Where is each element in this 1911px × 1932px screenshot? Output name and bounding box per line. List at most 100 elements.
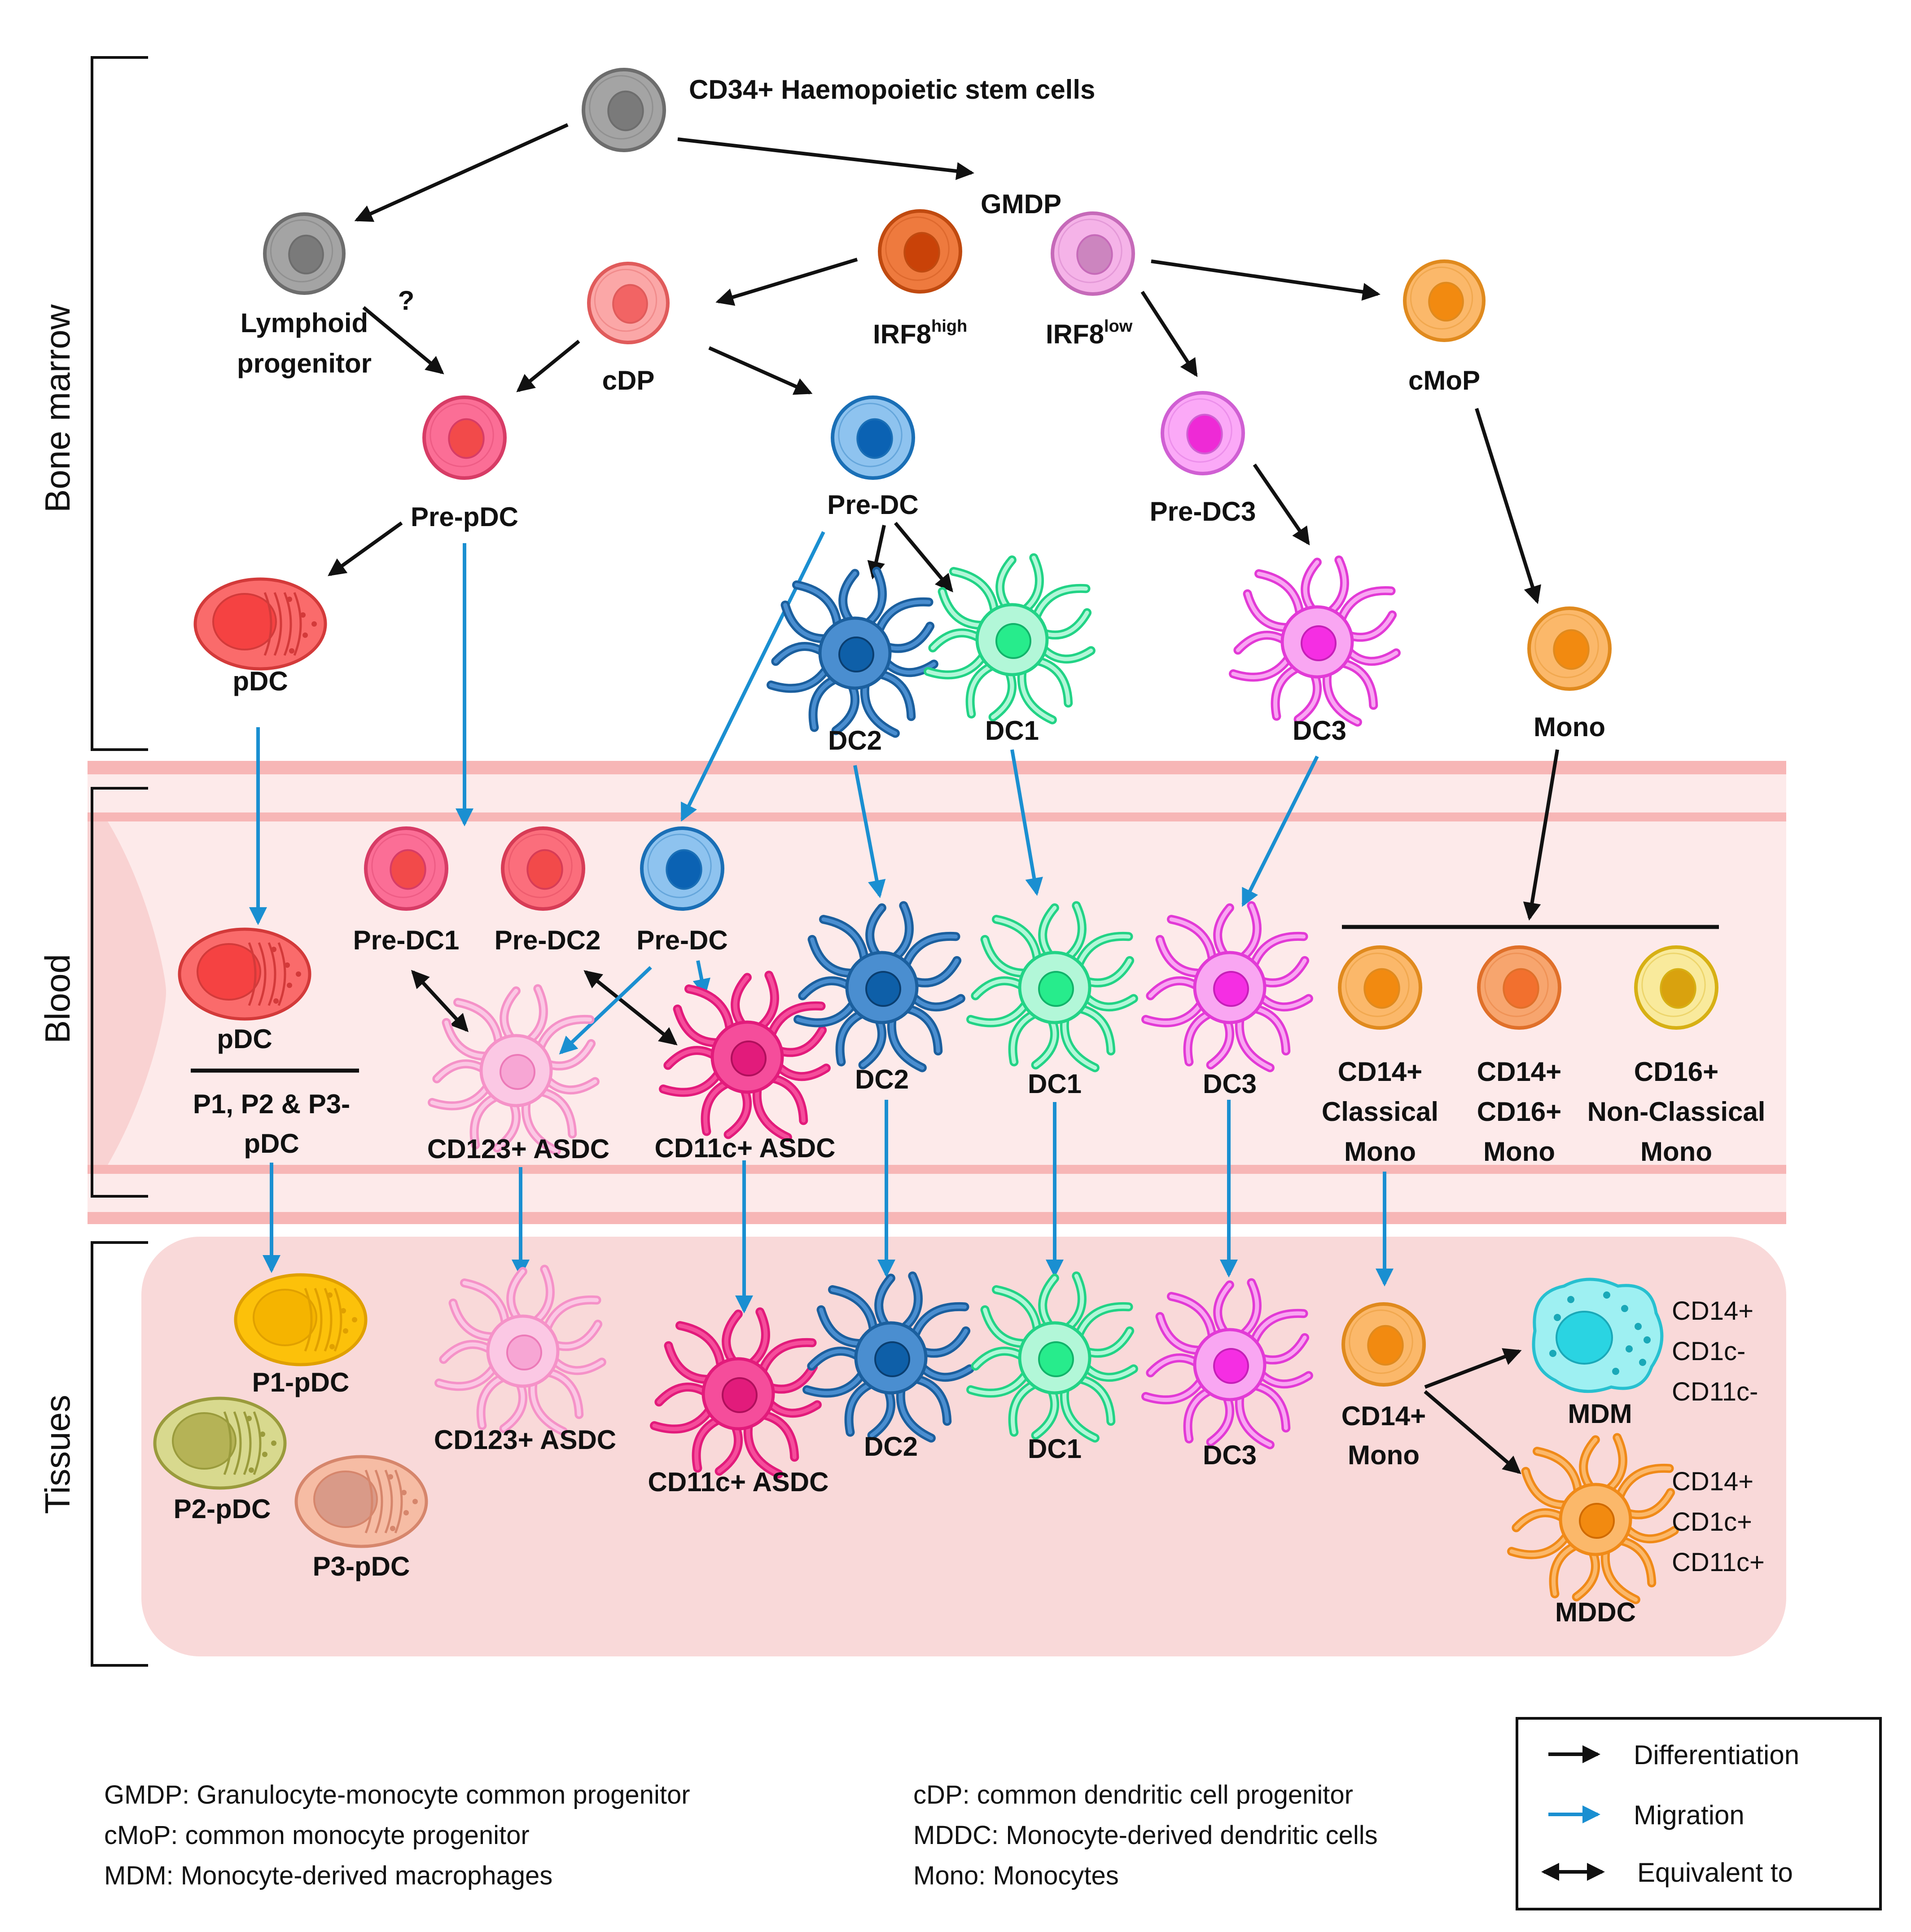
legend-equivalent-label: Equivalent to: [1637, 1857, 1793, 1888]
migrate-dc1-bm-to-blood: [1010, 749, 1043, 896]
arrow-irf8high-to-cdp: [715, 258, 858, 306]
arrow-hsc-to-lymphoid: [354, 123, 569, 222]
label-dc2-bm: DC2: [828, 725, 882, 755]
label-question: ?: [398, 285, 415, 316]
label-classical-1: CD14+: [1338, 1057, 1422, 1087]
pdc-blood-cell: [178, 927, 311, 1021]
label-cdp: cDP: [602, 365, 655, 395]
legend-differentiation-label: Differentiation: [1634, 1740, 1799, 1770]
cd14-cd16-mono-cell: [1477, 945, 1561, 1030]
migration-arrows: [249, 531, 1394, 1313]
irf8-high-cell: [878, 209, 962, 294]
label-dc1-tissue: DC1: [1028, 1434, 1082, 1464]
label-hsc: CD34+ Haemopoietic stem cells: [689, 75, 1095, 105]
legend: Differentiation Migration Equivalent to: [1516, 1717, 1882, 1910]
label-pdc-blood: pDC: [217, 1024, 272, 1054]
arrow-irf8low-to-predc3: [1140, 290, 1198, 378]
label-dc3-bm: DC3: [1293, 716, 1346, 746]
arrow-prepdc-to-pdc: [328, 521, 403, 576]
pre-dc-blood-cell: [640, 826, 724, 911]
glossary-mddc: MDDC: Monocyte-derived dendritic cells: [913, 1821, 1378, 1850]
dc2-bm-cell: [767, 566, 938, 738]
pre-pdc-cell: [422, 395, 507, 480]
label-cd123-asdc-tissue: CD123+ ASDC: [434, 1425, 616, 1455]
label-irf8-low: IRF8low: [1046, 317, 1133, 349]
label-pre-dc-blood: Pre-DC: [636, 925, 728, 955]
migrate-predc-to-cd123asdc: [559, 966, 652, 1055]
label-dc2-tissue: DC2: [864, 1431, 918, 1462]
label-cd14-mono-tissue-1: CD14+: [1341, 1401, 1426, 1431]
lymphoid-progenitor-cell: [263, 212, 346, 295]
arrow-cdp-to-prepdc: [516, 339, 580, 392]
arrow-hsc-to-gmdp: [677, 137, 974, 180]
dc2-tissue-cell: [802, 1271, 974, 1443]
label-pre-dc-bm: Pre-DC: [827, 490, 918, 520]
migrate-dc3-bm-to-blood: [1241, 755, 1319, 907]
cell-labels: CD34+ Haemopoietic stem cells GMDP Lymph…: [174, 75, 1766, 1627]
label-dc1-blood: DC1: [1028, 1069, 1082, 1099]
dc1-tissue-cell: [966, 1271, 1138, 1443]
arrow-lymphoid-to-prepdc: [362, 306, 444, 374]
label-p3-pdc: P3-pDC: [313, 1551, 410, 1581]
label-dc3-blood: DC3: [1203, 1069, 1257, 1099]
label-classical-2: Classical: [1322, 1097, 1438, 1127]
label-lymphoid-2: progenitor: [237, 348, 372, 378]
section-label-tissues: Tissues: [38, 1395, 77, 1514]
glossary-cmop: cMoP: common monocyte progenitor: [104, 1821, 530, 1850]
label-mddc: MDDC: [1555, 1597, 1636, 1627]
label-nonclassical-2: Non-Classical: [1587, 1097, 1766, 1127]
mddc-cell: [1507, 1433, 1679, 1604]
label-mddc-markers-1: CD14+: [1672, 1467, 1753, 1496]
cd16-nonclassical-mono-cell: [1634, 945, 1718, 1030]
cdp-cell: [587, 262, 670, 344]
label-irf8-high: IRF8high: [873, 317, 967, 349]
label-nonclassical-1: CD16+: [1634, 1057, 1718, 1087]
label-mono-bm: Mono: [1534, 712, 1605, 742]
mdm-cell: [1532, 1278, 1664, 1393]
label-mddc-markers-3: CD11c+: [1672, 1548, 1765, 1577]
p1-pdc-cell: [234, 1273, 368, 1366]
arrow-cd14mono-to-mddc: [1424, 1390, 1521, 1474]
label-p1-pdc: P1-pDC: [252, 1367, 350, 1397]
equiv-predc1-cd123asdc: [411, 970, 469, 1032]
equiv-predc2-cd11casdc: [583, 970, 678, 1045]
label-nonclassical-3: Mono: [1640, 1137, 1712, 1167]
cd123-asdc-tissue-cell: [434, 1265, 606, 1436]
glossary-mdm: MDM: Monocyte-derived macrophages: [104, 1861, 552, 1890]
cmop-cell: [1403, 259, 1486, 342]
label-p-pdc-2: pDC: [244, 1128, 299, 1159]
glossary-cdp: cDP: common dendritic cell progenitor: [913, 1780, 1353, 1809]
hsc-cell: [582, 68, 666, 152]
label-gmdp: GMDP: [981, 189, 1061, 219]
arrow-cdp-to-predc: [708, 346, 813, 395]
dc1-bm-cell: [924, 553, 1096, 724]
arrow-predc3-to-dc3: [1253, 463, 1310, 545]
label-mddc-markers-2: CD1c+: [1672, 1507, 1752, 1537]
label-pre-dc2: Pre-DC2: [495, 925, 601, 955]
label-mdm-markers-2: CD1c-: [1672, 1337, 1745, 1366]
label-cd123-asdc-blood: CD123+ ASDC: [427, 1134, 609, 1164]
cd11c-asdc-blood-cell: [659, 970, 831, 1142]
arrow-predc-to-dc1: [894, 522, 953, 593]
glossary-mono: Mono: Monocytes: [913, 1861, 1119, 1890]
dc1-blood-cell: [966, 901, 1138, 1072]
label-dc3-tissue: DC3: [1203, 1440, 1257, 1470]
label-intermediate-2: CD16+: [1477, 1097, 1561, 1127]
pdc-bm-cell: [193, 577, 327, 671]
label-lymphoid-1: Lymphoid: [241, 308, 368, 338]
p3-pdc-cell: [294, 1455, 428, 1548]
pre-dc2-cell: [501, 826, 585, 911]
label-intermediate-3: Mono: [1483, 1137, 1555, 1167]
label-p-pdc-1: P1, P2 & P3-: [193, 1089, 350, 1119]
label-intermediate-1: CD14+: [1477, 1057, 1561, 1087]
label-classical-3: Mono: [1344, 1137, 1416, 1167]
cd14-classical-mono-cell: [1338, 945, 1422, 1030]
p2-pdc-cell: [153, 1396, 287, 1490]
label-p2-pdc: P2-pDC: [174, 1494, 271, 1524]
glossary: GMDP: Granulocyte-monocyte common progen…: [104, 1780, 1378, 1890]
section-label-bone-marrow: Bone marrow: [38, 304, 77, 513]
arrow-mono-to-blood-monos: [1523, 749, 1559, 921]
label-dc2-blood: DC2: [855, 1064, 909, 1094]
arrow-cd14mono-to-mdm: [1424, 1348, 1522, 1389]
cd123-asdc-blood-cell: [428, 984, 600, 1155]
